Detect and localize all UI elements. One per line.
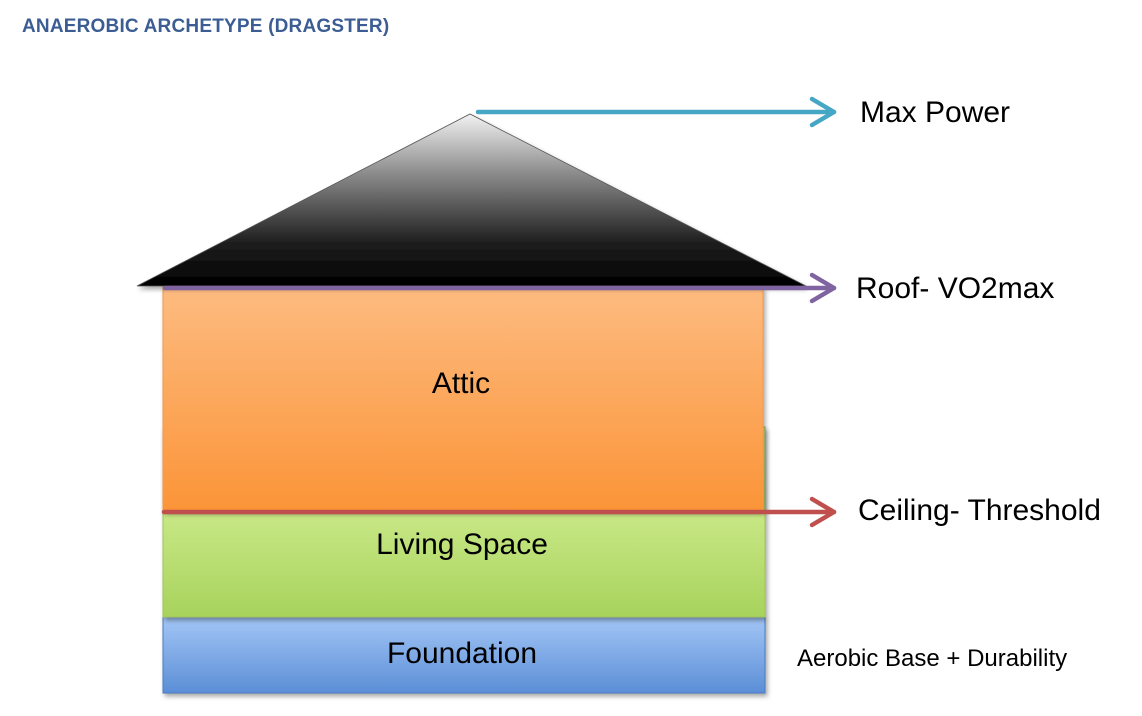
foundation-label: Foundation [387,637,537,670]
roof-arrow [162,272,837,304]
max-power-arrow [475,96,837,128]
ceiling-arrow [161,496,837,528]
living-space-label: Living Space [376,528,548,561]
max-power-label: Max Power [860,96,1010,129]
attic-label: Attic [432,367,490,400]
base-label: Aerobic Base + Durability [797,645,1067,672]
ceiling-label: Ceiling- Threshold [858,494,1101,527]
attic-block [162,286,764,512]
diagram-title: ANAEROBIC ARCHETYPE (DRAGSTER) [22,16,390,37]
roof-triangle [136,113,807,287]
roof-label: Roof- VO2max [856,272,1054,305]
foundation-block [162,616,766,694]
